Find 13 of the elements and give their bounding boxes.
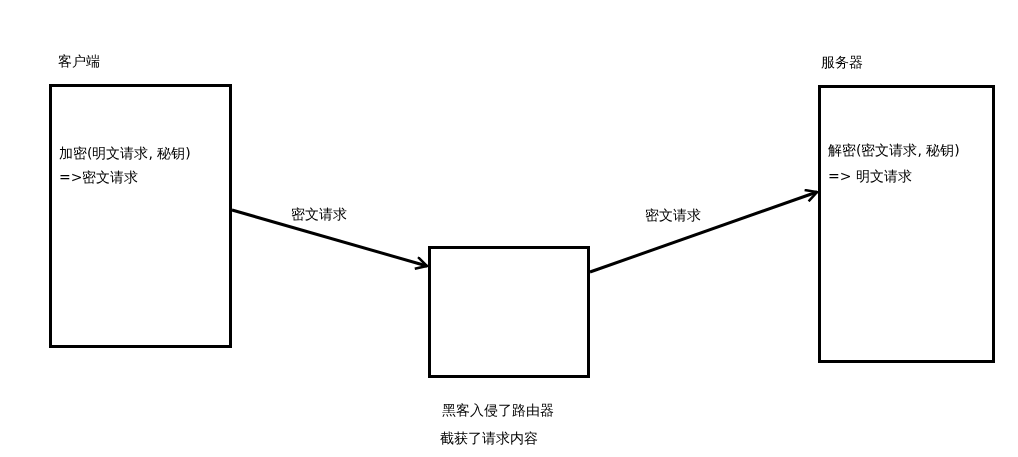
box-heading: 服务器: [821, 54, 863, 72]
box-caption: 截获了请求内容: [440, 430, 538, 448]
box-heading: 客户端: [58, 53, 100, 71]
box-caption: 黑客入侵了路由器: [442, 402, 554, 420]
box-text: 加密(明文请求, 秘钥): [59, 145, 191, 163]
box-text: =>密文请求: [59, 169, 139, 187]
arrow: [589, 188, 819, 274]
empty-box: [428, 246, 590, 378]
box-text: 解密(密文请求, 秘钥): [828, 142, 960, 160]
arrow: [231, 208, 429, 270]
edge-label: 密文请求: [644, 207, 702, 225]
edge-label: 密文请求: [290, 206, 348, 224]
box-text: => 明文请求: [828, 168, 912, 186]
